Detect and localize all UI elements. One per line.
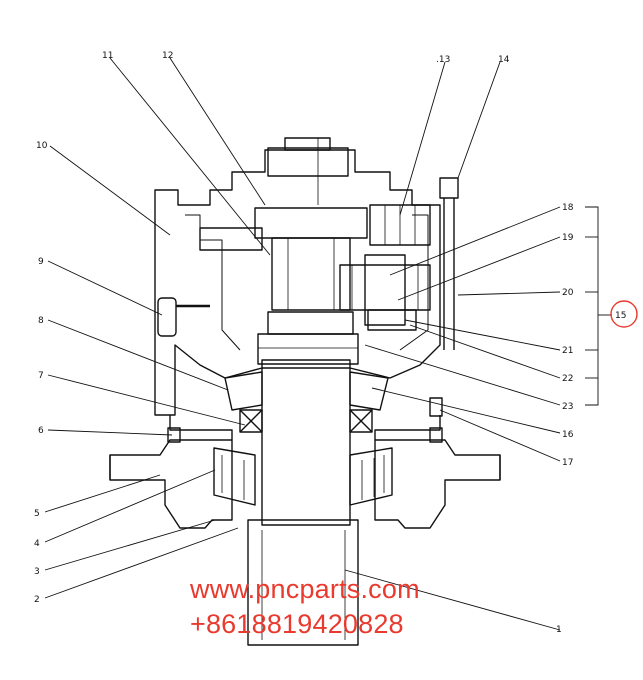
upper-bearing-right: [349, 371, 389, 411]
housing-inner-right: [399, 214, 429, 351]
housing-inner-left: [185, 214, 241, 351]
callout-10: 10: [36, 141, 48, 151]
right-flange: [374, 439, 501, 529]
output-shaft: [247, 519, 359, 646]
shaft-body: [261, 359, 351, 526]
watermark-phone: +8618819420828: [190, 609, 404, 639]
callout-labels: 1 2 3 4 5 6 7 8 9 10 11 12 .13 14 15 16 …: [34, 51, 626, 635]
callout-9: 9: [38, 257, 44, 267]
breather-cap: [439, 177, 459, 199]
callout-1: 1: [556, 625, 562, 635]
callout-5: 5: [34, 509, 40, 519]
callout-12: 12: [162, 51, 173, 61]
seal-right: [349, 409, 373, 433]
thrust-washer: [367, 309, 417, 331]
main-housing: [154, 149, 441, 416]
callout-4: 4: [34, 539, 40, 549]
callout-22: 22: [562, 374, 573, 384]
lower-bearing-right: [349, 447, 393, 506]
upper-gear-plate: [254, 207, 368, 239]
callout-11: 11: [102, 51, 113, 61]
callout-18: 18: [562, 203, 574, 213]
callout-14: 14: [498, 55, 510, 65]
lower-bearing-left: [213, 447, 256, 506]
callout-13: .13: [436, 55, 450, 65]
top-nut: [284, 137, 331, 151]
carrier-plate: [267, 311, 354, 335]
callout-6: 6: [38, 426, 44, 436]
callout-23: 23: [562, 402, 573, 412]
top-cap: [267, 147, 349, 177]
callout-19: 19: [562, 233, 574, 243]
plug-right: [429, 397, 443, 417]
callout-20: 20: [562, 288, 574, 298]
callout-17: 17: [562, 458, 573, 468]
watermark-website: www.pncparts.com: [190, 574, 420, 604]
seal-left: [239, 409, 263, 433]
assembly-drawing: [109, 137, 501, 646]
highlight-circle: [610, 300, 638, 328]
planet-gear-lower: [339, 264, 431, 311]
central-gear: [271, 237, 351, 311]
carrier: [257, 333, 359, 365]
callout-21: 21: [562, 346, 573, 356]
callout-7: 7: [38, 371, 44, 381]
level-gauge: [157, 297, 177, 337]
callout-3: 3: [34, 567, 40, 577]
leader-lines: [44, 57, 612, 631]
upper-bearing-left: [224, 371, 263, 411]
planet-pin: [364, 254, 406, 326]
callout-8: 8: [38, 316, 44, 326]
callout-16: 16: [562, 430, 574, 440]
callout-2: 2: [34, 595, 40, 605]
ring-gear-left: [199, 227, 263, 251]
mid-housing: [169, 415, 441, 440]
callout-15: 15: [615, 311, 626, 321]
breather-pipe: [443, 198, 455, 350]
bolt-right: [429, 427, 443, 443]
